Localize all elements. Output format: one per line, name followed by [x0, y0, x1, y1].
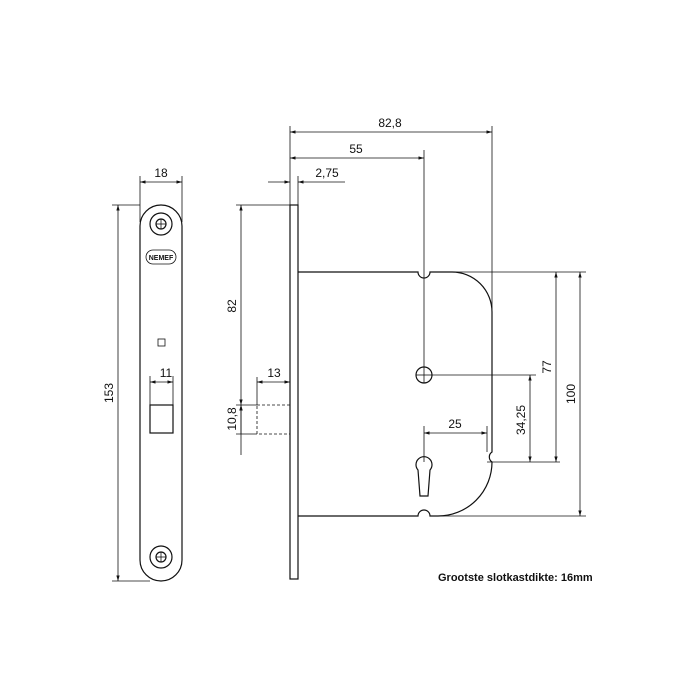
latch-height-label: 82 — [225, 299, 239, 313]
brand-badge — [145, 249, 177, 265]
dim-latch-projection: 13 — [256, 366, 290, 405]
case-height-label: 100 — [564, 384, 578, 404]
dim-latch-size: 10,8 — [225, 405, 257, 455]
dim-case-height-inner: 77 — [452, 271, 586, 462]
plate-thickness-label: 2,75 — [315, 166, 339, 180]
dim-overall-depth: 82,8 — [289, 116, 493, 452]
front-plate-outline — [139, 204, 183, 582]
latch-projection-label: 13 — [267, 366, 281, 380]
dim-latch-width: 11 — [149, 366, 174, 405]
brand-label: NEMEF — [149, 255, 174, 262]
keyhole-offset-label: 25 — [448, 417, 462, 431]
centre-distance-label: 34,25 — [514, 405, 528, 435]
overall-depth-label: 82,8 — [378, 116, 402, 130]
dim-plate-thickness: 2,75 — [268, 166, 345, 205]
side-view: 82,8 55 2,75 82 10,8 — [225, 116, 586, 580]
follower-hole-icon — [415, 366, 433, 384]
dim-centre-distance: 34,25 — [432, 374, 560, 463]
front-height-label: 153 — [102, 383, 116, 403]
dim-case-height: 100 — [438, 272, 586, 517]
keyhole-icon — [415, 456, 433, 497]
top-screw-icon — [149, 212, 173, 236]
latch-width-label: 11 — [160, 366, 173, 380]
dim-front-height: 153 — [102, 204, 150, 582]
dim-keyhole-offset: 25 — [423, 417, 488, 462]
backset-label: 55 — [349, 142, 363, 156]
latch-bolt — [256, 404, 291, 435]
forend-plate — [289, 204, 299, 580]
case-height-inner-label: 77 — [540, 360, 554, 374]
bottom-screw-icon — [149, 545, 173, 569]
dim-backset: 55 — [290, 142, 425, 367]
front-width-label: 18 — [154, 166, 168, 180]
lock-case-outline — [298, 271, 493, 517]
thickness-note: Grootste slotkastdikte: 16mm — [438, 572, 593, 584]
latch-opening — [149, 404, 174, 434]
dim-front-width: 18 — [139, 166, 183, 222]
latch-size-label: 10,8 — [225, 407, 239, 431]
indicator-square — [157, 338, 166, 347]
front-plate-view: NEMEF 18 153 — [102, 166, 183, 582]
